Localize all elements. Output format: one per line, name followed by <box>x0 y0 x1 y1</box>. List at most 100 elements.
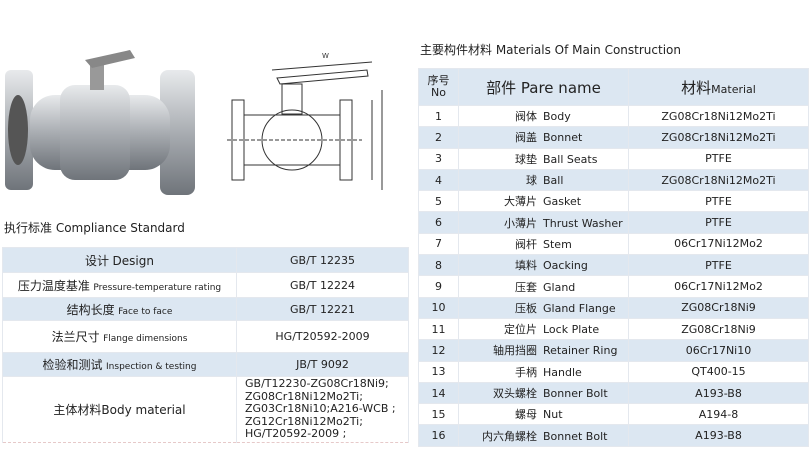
part-no: 11 <box>418 317 459 341</box>
standard-label-cn: 结构长度 <box>66 302 115 317</box>
part-name-en: Gland <box>543 280 576 294</box>
header-material-en: Material <box>711 82 756 96</box>
standard-label-en: Flange dimensions <box>103 334 188 344</box>
part-name-cn: 小薄片 <box>504 216 537 230</box>
header-part-name: 部件 Pare name <box>458 68 629 106</box>
width-dimension-label: W <box>322 52 329 60</box>
part-no: 10 <box>418 296 459 319</box>
materials-row: 7 阀杆 Stem 06Cr17Ni12Mo2 <box>418 232 809 256</box>
materials-row: 13 手柄 Handle QT400-15 <box>418 360 809 383</box>
part-material: 06Cr17Ni10 <box>628 339 809 362</box>
standard-label-en: Face to face <box>118 306 173 317</box>
part-name-en: Stem <box>543 237 572 251</box>
header-no-cn: 序号 <box>427 74 450 87</box>
part-name-cn: 阀盖 <box>515 131 537 145</box>
part-no: 16 <box>418 424 459 447</box>
part-no: 4 <box>418 168 459 192</box>
part-name-cn: 阀杆 <box>515 237 537 251</box>
part-name-en: Bonner Bolt <box>543 387 608 400</box>
part-no: 14 <box>418 381 459 405</box>
part-name-en: Handle <box>543 365 582 379</box>
part-name-en: Body <box>543 110 571 124</box>
standard-label-en: Inspection & testing <box>106 362 197 372</box>
part-no: 12 <box>418 339 459 362</box>
part-name-cn: 压板 <box>515 301 537 315</box>
materials-row: 4 球 Ball ZG08Cr18Ni12Mo2Ti <box>418 168 809 192</box>
part-no: 5 <box>418 190 459 213</box>
part-name-en: Bonnet Bolt <box>543 429 608 443</box>
header-no-en: No <box>431 86 446 99</box>
part-name-en: Gland Flange <box>543 301 616 315</box>
compliance-row: 检验和测试 Inspection & testing JB/T 9092 <box>2 352 409 377</box>
standard-value-line: ZG12Cr18Ni12Mo2Ti; <box>245 414 363 428</box>
part-name-cn: 双头螺栓 <box>493 387 537 400</box>
part-name-cn: 大薄片 <box>504 195 537 209</box>
part-name-cn: 螺母 <box>515 408 537 422</box>
part-name-en: Gasket <box>543 195 582 209</box>
standard-value-line: ZG03Cr18Ni10;A216-WCB ; <box>245 402 396 416</box>
part-name-cn: 阀体 <box>515 110 537 124</box>
part-material: ZG08Cr18Ni12Mo2Ti <box>628 168 809 192</box>
part-material: PTFE <box>628 211 809 234</box>
part-name-cn: 填料 <box>515 259 537 273</box>
header-material-cn: 材料 <box>681 78 712 97</box>
standard-value: HG/T20592-2009 <box>236 320 409 353</box>
part-material: 06Cr17Ni12Mo2 <box>628 275 809 298</box>
part-no: 2 <box>418 126 459 149</box>
part-name-cn: 压套 <box>515 280 537 294</box>
part-name-en: Ball <box>543 174 564 188</box>
materials-row: 9 压套 Gland 06Cr17Ni12Mo2 <box>418 275 809 298</box>
part-name-en: Ball Seats <box>543 152 598 166</box>
valve-technical-drawing: W <box>227 52 383 190</box>
part-name-cn: 球垫 <box>515 152 537 166</box>
part-name-en: Nut <box>543 408 563 422</box>
compliance-row: 结构长度 Face to face GB/T 12221 <box>2 297 409 321</box>
materials-title: 主要构件材料 Materials Of Main Construction <box>420 43 681 57</box>
part-no: 7 <box>418 232 459 256</box>
part-material: 06Cr17Ni12Mo2 <box>628 232 809 256</box>
materials-row: 15 螺母 Nut A194-8 <box>418 403 809 426</box>
part-no: 9 <box>418 275 459 298</box>
part-material: PTFE <box>628 147 809 170</box>
part-material: A193-B8 <box>628 424 809 447</box>
part-material: A194-8 <box>628 403 809 426</box>
part-no: 15 <box>418 403 459 426</box>
part-name-en: Oacking <box>543 259 588 273</box>
standard-value: JB/T 9092 <box>236 352 409 377</box>
part-material: PTFE <box>628 254 809 277</box>
part-name-cn: 手柄 <box>515 365 537 379</box>
part-material: ZG08Cr18Ni9 <box>628 317 809 341</box>
standard-value: GB/T 12235 <box>236 247 409 273</box>
part-material: QT400-15 <box>628 360 809 383</box>
part-name-en: Retainer Ring <box>543 344 618 358</box>
part-no: 8 <box>418 254 459 277</box>
part-name-cn: 定位片 <box>504 323 537 337</box>
part-no: 13 <box>418 360 459 383</box>
standard-label-cn: 检验和测试 <box>42 358 103 372</box>
standard-label-cn: 主体材料 <box>53 403 102 417</box>
standard-label-cn: 设计 <box>85 253 110 268</box>
part-no: 1 <box>418 104 459 128</box>
compliance-title: 执行标准 Compliance Standard <box>4 221 185 235</box>
standard-value-line: ZG08Cr18Ni12Mo2Ti; <box>245 389 363 403</box>
part-name-en: Lock Plate <box>543 323 600 337</box>
part-name-cn: 球 <box>526 174 537 188</box>
standard-value: GB/T 12224 <box>236 272 409 298</box>
part-no: 3 <box>418 147 459 170</box>
standard-value: GB/T 12221 <box>236 297 409 321</box>
part-no: 6 <box>418 211 459 234</box>
part-material: A193-B8 <box>628 381 809 405</box>
standard-label-en: Design <box>112 253 154 268</box>
ball-valve-photo <box>5 50 195 195</box>
materials-row: 14 双头螺栓 Bonner Bolt A193-B8 <box>418 381 809 405</box>
